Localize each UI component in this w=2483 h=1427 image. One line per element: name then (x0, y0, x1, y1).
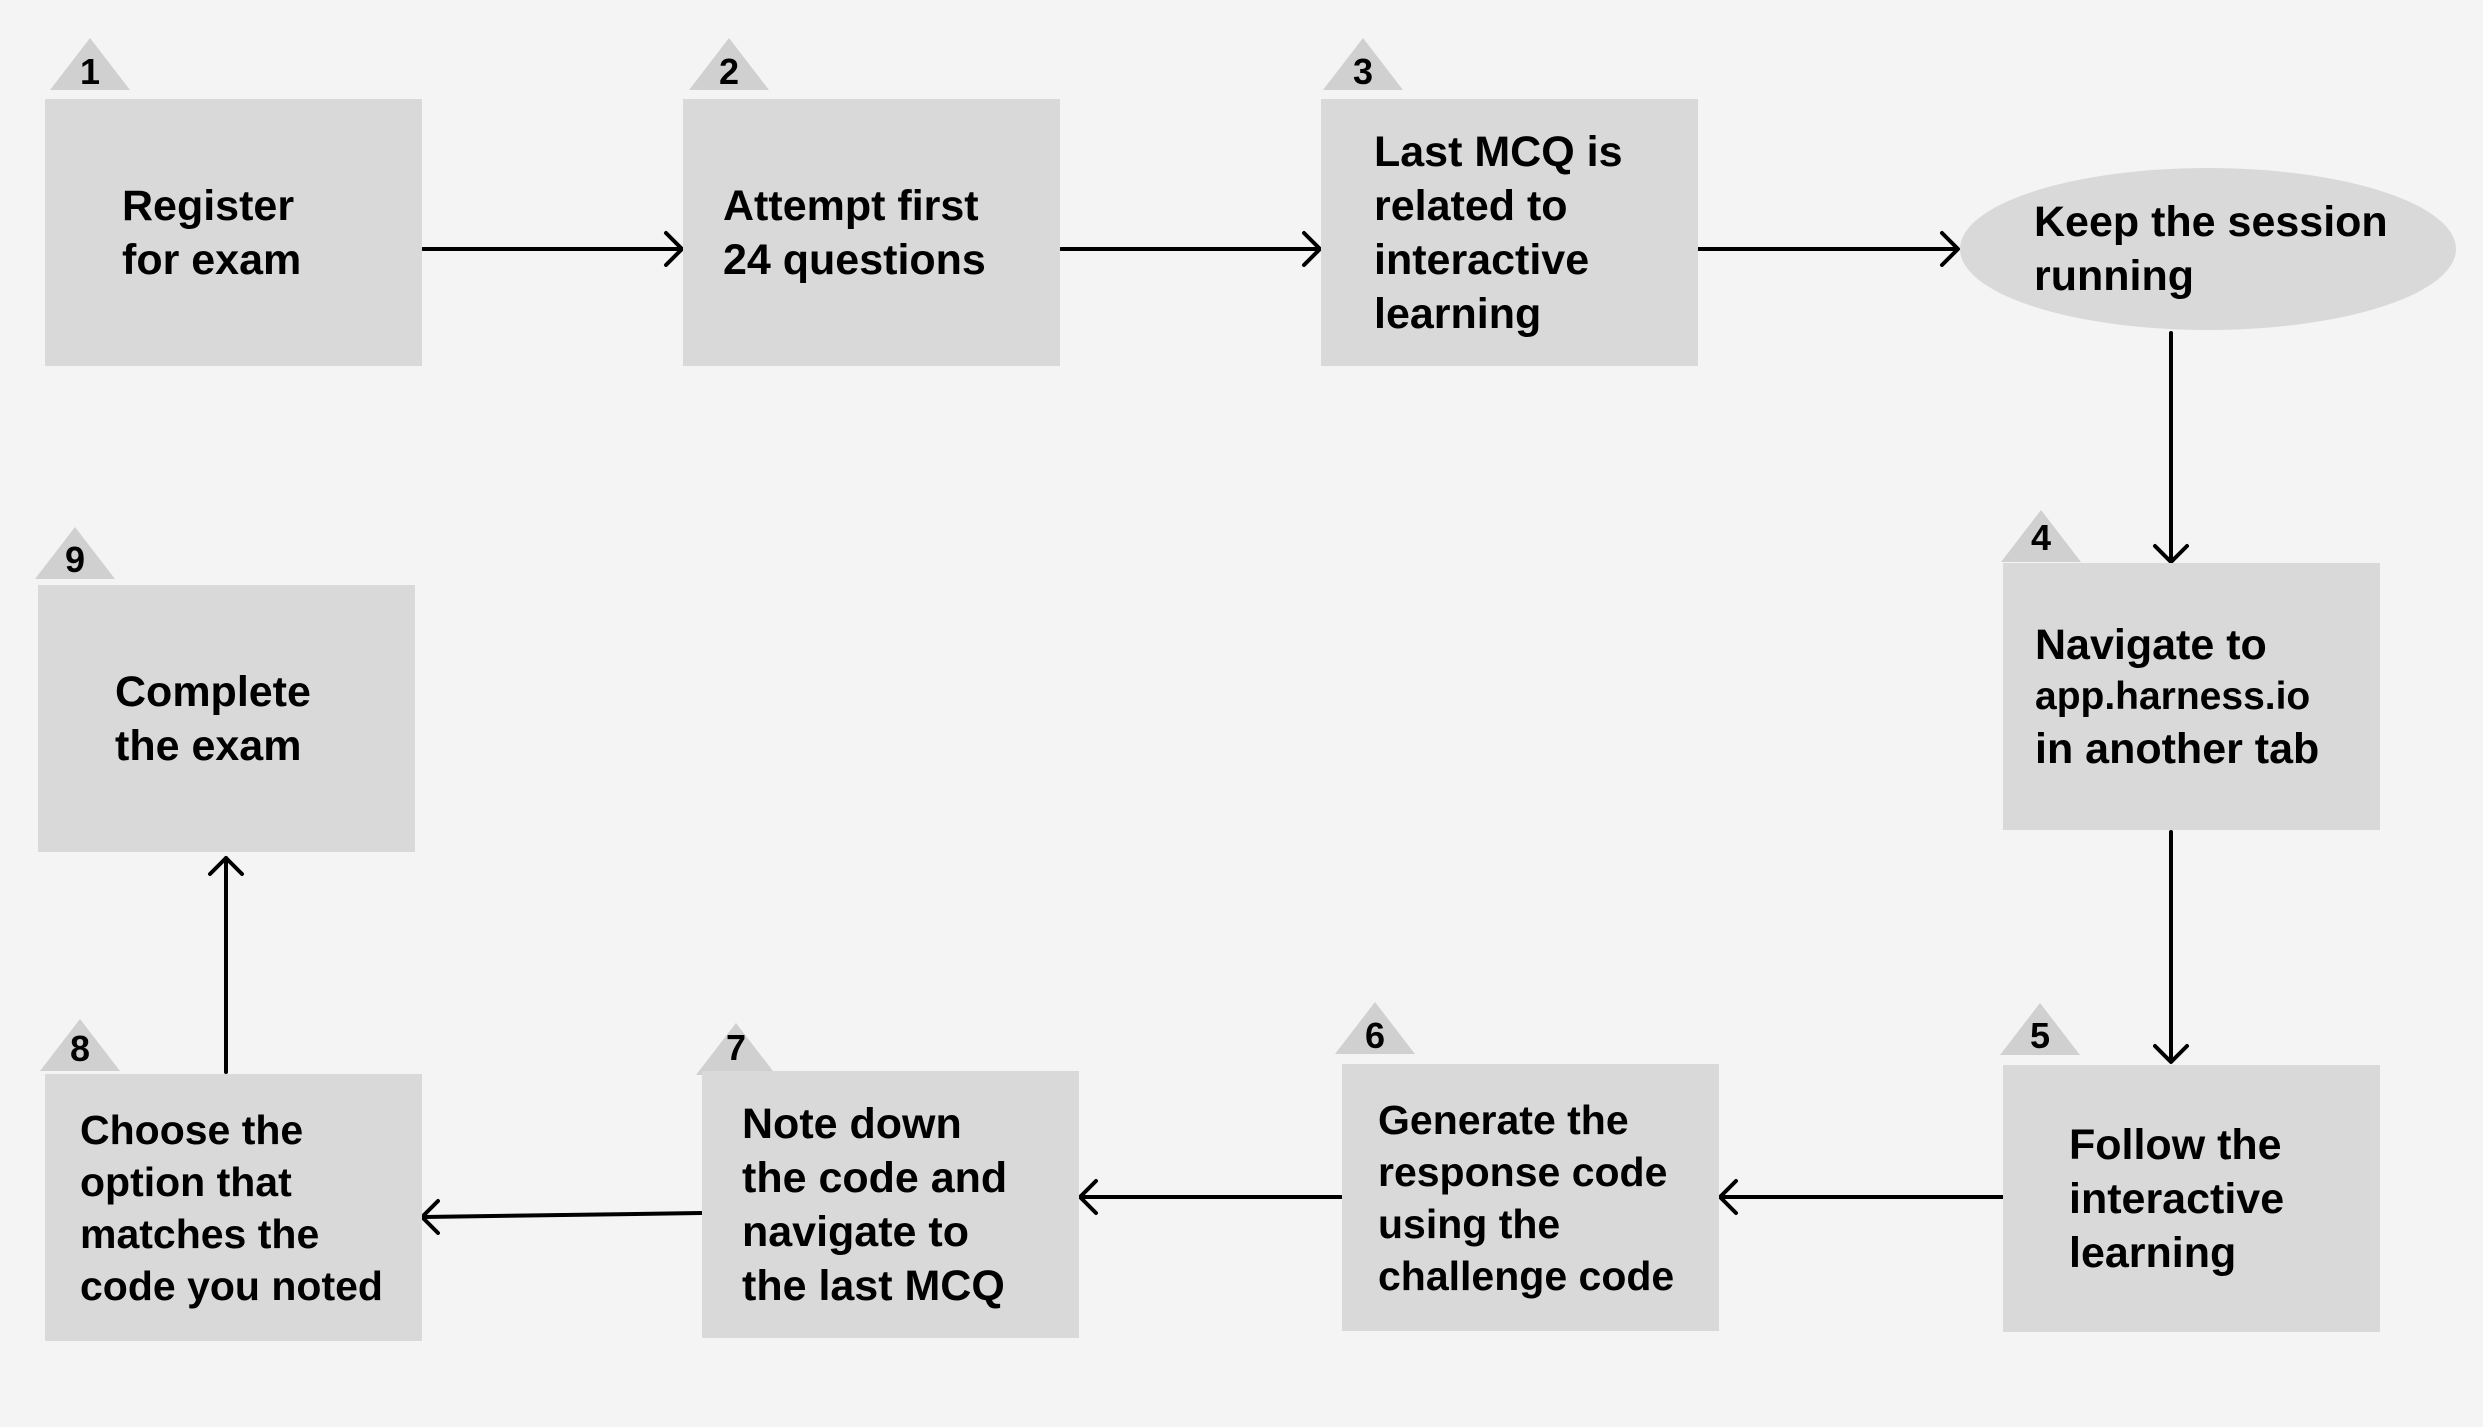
arrowhead (664, 231, 684, 267)
step-text-line: interactive (2069, 1174, 2285, 1223)
step-text-line: Attempt first (723, 181, 979, 230)
step-number: 1 (79, 51, 101, 92)
step-box-complete: Complete the exam (38, 585, 415, 852)
step-box-note-down: Note down the code and navigate to the l… (702, 1071, 1079, 1338)
step-text-line: in another tab (2035, 724, 2320, 773)
step-text-line: the last MCQ (742, 1261, 1005, 1310)
step-number-badge (689, 38, 769, 90)
step-box-generate: Generate the response code using the cha… (1342, 1064, 1719, 1331)
step-oval-keep-session: Keep the session running (1960, 168, 2456, 330)
step-text-line: for exam (122, 235, 302, 284)
step-number: 8 (69, 1028, 91, 1069)
step-text-line: Keep the session (2034, 198, 2388, 246)
step-text-line: the exam (115, 721, 302, 770)
step-text-line: related to (1374, 181, 1568, 230)
arrowhead (1718, 1179, 1738, 1215)
arrowhead (1302, 231, 1322, 267)
step-box-register: Register for exam (45, 99, 422, 366)
arrowhead (1078, 1179, 1098, 1215)
step-text-line: Navigate to (2035, 620, 2267, 669)
step-text-line: Complete (115, 667, 311, 716)
step-text-line: Note down (742, 1099, 962, 1148)
step-text-line: the code and (742, 1153, 1008, 1202)
step-number-badge (696, 1023, 776, 1075)
step-number: 9 (64, 539, 86, 580)
step-number-badge (35, 527, 115, 579)
arrowhead (2153, 544, 2189, 564)
step-text-line: code you noted (80, 1262, 383, 1309)
step-number: 5 (2029, 1015, 2051, 1056)
step-text-line: Follow the (2069, 1120, 2282, 1169)
arrowhead (2153, 1044, 2189, 1064)
step-number-badge (2000, 1003, 2080, 1055)
arrowhead (208, 856, 244, 876)
step-text-line: 24 questions (723, 235, 986, 284)
step-number: 3 (1352, 51, 1374, 92)
arrowhead (420, 1199, 440, 1235)
step-number-badge (40, 1019, 120, 1071)
step-box-attempt: Attempt first 24 questions (683, 99, 1060, 366)
step-text-line: response code (1378, 1148, 1668, 1195)
step-text-line: using the (1378, 1200, 1561, 1247)
step-text-line: Choose the (80, 1106, 304, 1153)
step-number-badge (1323, 38, 1403, 90)
step-text-line: running (2034, 252, 2195, 300)
step-number-badge (1335, 1002, 1415, 1054)
step-box-follow: Follow the interactive learning (2003, 1065, 2380, 1332)
step-number: 4 (2030, 517, 2052, 558)
step-text-line: matches the (80, 1210, 320, 1257)
step-number-badge (50, 38, 130, 90)
step-text-line: option that (80, 1158, 292, 1205)
arrowhead (1940, 231, 1960, 267)
step-text-line: Register (122, 181, 295, 230)
step-number: 7 (725, 1027, 747, 1068)
connector-note-down-to-choose (422, 1211, 703, 1219)
step-number: 6 (1364, 1015, 1386, 1056)
step-text-line: Generate the (1378, 1096, 1629, 1143)
step-text-line: navigate to (742, 1207, 969, 1256)
step-text-line: Last MCQ is (1374, 127, 1623, 176)
step-box-navigate: Navigate to app.harness.io in another ta… (2003, 563, 2380, 830)
step-number: 2 (718, 51, 740, 92)
step-text-line: learning (2069, 1228, 2237, 1277)
step-text-line: learning (1374, 289, 1542, 338)
step-box-last-mcq: Last MCQ is related to interactive learn… (1321, 99, 1698, 366)
step-text-line: app.harness.io (2035, 674, 2311, 718)
step-number-badge (2001, 510, 2081, 562)
step-text-line: challenge code (1378, 1252, 1675, 1299)
step-box-choose: Choose the option that matches the code … (45, 1074, 422, 1341)
step-text-line: interactive (1374, 235, 1590, 284)
